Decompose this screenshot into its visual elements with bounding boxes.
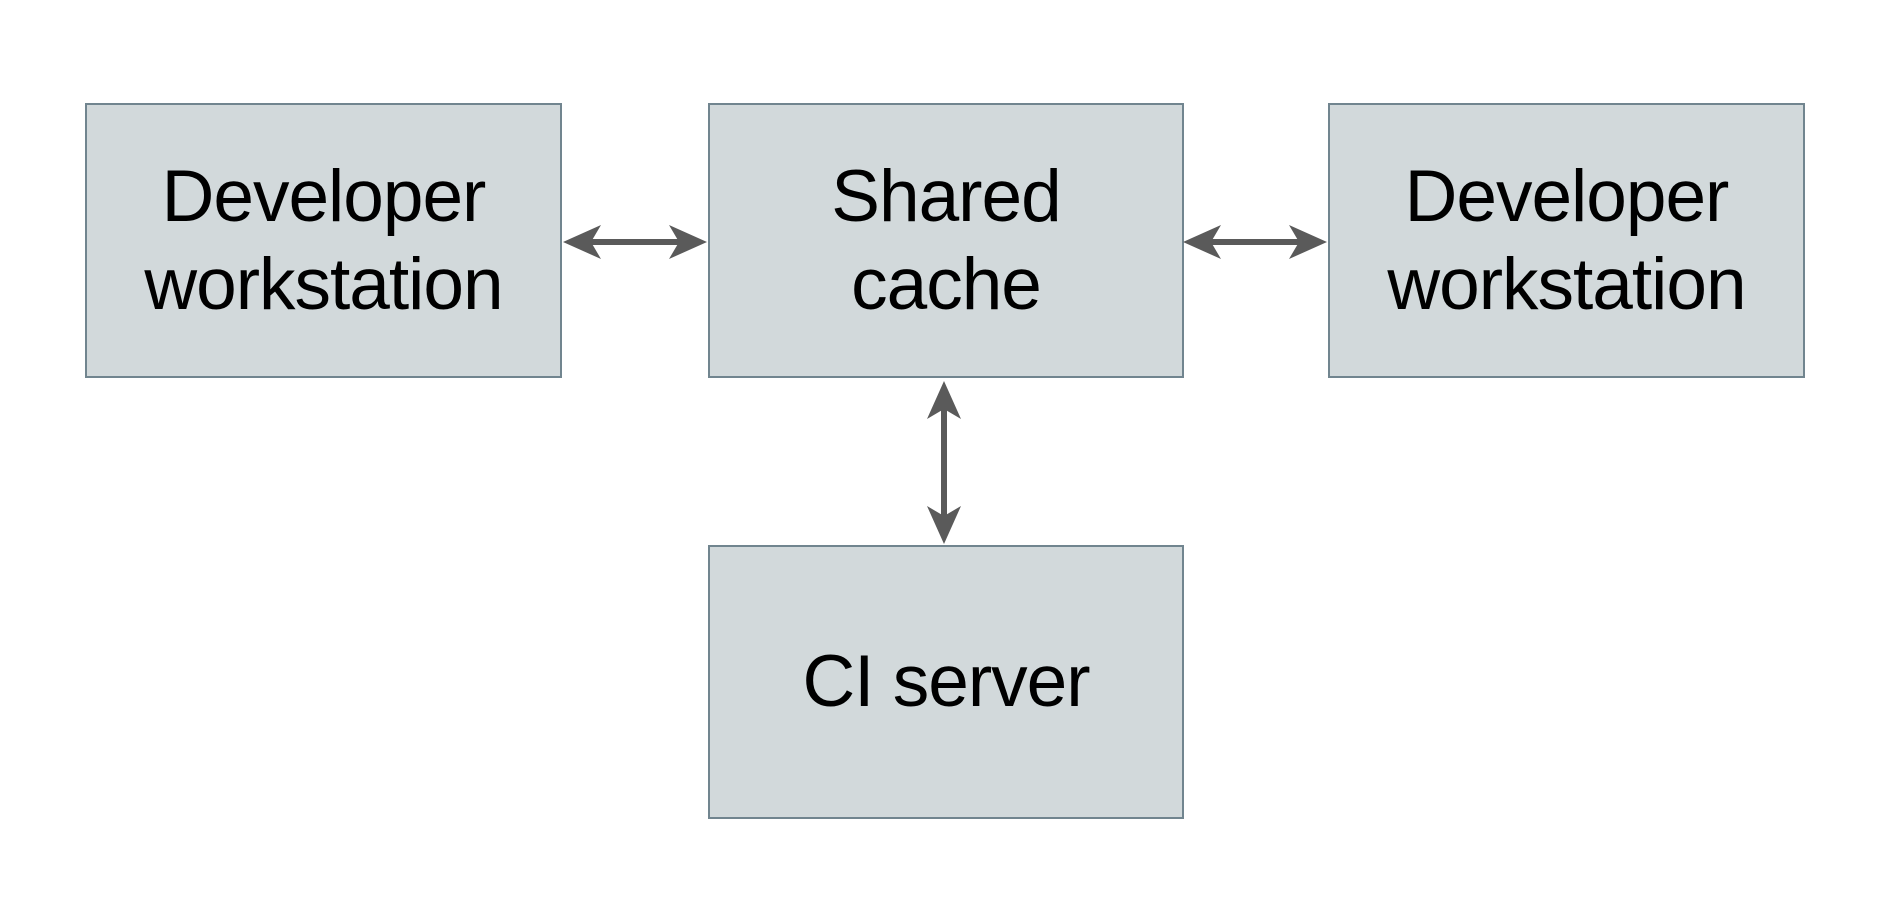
- node-ci-server: CI server: [708, 545, 1184, 819]
- double-arrow-cache-ciserver-icon: [927, 381, 961, 544]
- node-label-line: CI server: [802, 641, 1090, 722]
- node-label-line: workstation: [144, 243, 503, 325]
- node-label-line: Shared: [831, 155, 1061, 237]
- node-label-line: Developer: [1404, 155, 1730, 237]
- node-label-line: Developer: [161, 155, 487, 237]
- double-arrow-cache-devright-icon: [1183, 225, 1327, 259]
- node-developer-workstation-right: Developer workstation: [1328, 103, 1805, 378]
- double-arrow-devleft-cache-icon: [563, 225, 707, 259]
- node-label-line: workstation: [1387, 243, 1746, 325]
- node-developer-workstation-left: Developer workstation: [85, 103, 562, 378]
- node-label-line: cache: [851, 243, 1042, 325]
- node-shared-cache: Shared cache: [708, 103, 1184, 378]
